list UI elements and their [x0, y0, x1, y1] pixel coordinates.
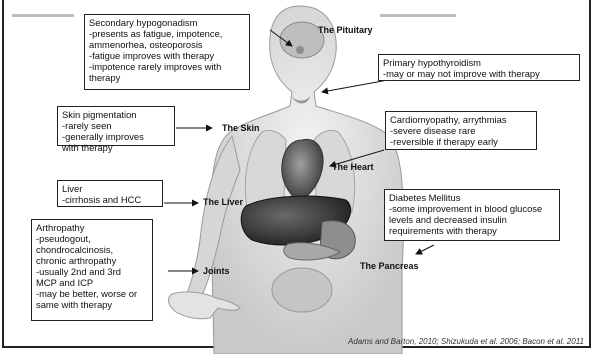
- callout-skin: Skin pigmentation -rarely seen -generall…: [57, 106, 175, 146]
- callout-line: -usually 2nd and 3rd: [36, 266, 148, 277]
- organ-label-heart: The Heart: [332, 162, 374, 172]
- organ-label-joints: Joints: [203, 266, 230, 276]
- organ-label-pituitary: The Pituitary: [318, 25, 373, 35]
- callout-line: -generally improves: [62, 131, 170, 142]
- callout-line: -reversible if therapy early: [390, 136, 532, 147]
- callout-line: -rarely seen: [62, 120, 170, 131]
- callout-line: -fatigue improves with therapy: [89, 50, 245, 61]
- callout-line: with therapy: [62, 142, 170, 153]
- callout-line: -may be better, worse or: [36, 288, 148, 299]
- callout-line: same with therapy: [36, 299, 148, 310]
- intestines-organ: [272, 268, 332, 312]
- callout-arthropathy: Arthropathy -pseudogout, chondrocalcinos…: [31, 219, 153, 321]
- callout-title: Arthropathy: [36, 222, 148, 233]
- callout-line: therapy: [89, 72, 245, 83]
- callout-line: chronic arthropathy: [36, 255, 148, 266]
- callout-title: Diabetes Mellitus: [389, 192, 555, 203]
- organ-label-skin: The Skin: [222, 123, 260, 133]
- organ-label-pancreas: The Pancreas: [360, 261, 419, 271]
- callout-title: Secondary hypogonadism: [89, 17, 245, 28]
- citation: Adams and Barton, 2010; Shizukuda et al.…: [348, 337, 584, 346]
- callout-title: Cardiomyopathy, arrythmias: [390, 114, 532, 125]
- callout-liver: Liver -cirrhosis and HCC: [57, 180, 163, 207]
- callout-line: -presents as fatigue, impotence,: [89, 28, 245, 39]
- callout-line: -some improvement in blood glucose: [389, 203, 555, 214]
- callout-title: Liver: [62, 183, 158, 194]
- callout-line: MCP and ICP: [36, 277, 148, 288]
- callout-line: chondrocalcinosis,: [36, 244, 148, 255]
- callout-title: Skin pigmentation: [62, 109, 170, 120]
- callout-title: Primary hypothyroidism: [383, 57, 575, 68]
- callout-line: -pseudogout,: [36, 233, 148, 244]
- arrow-to-pancreas: [416, 245, 434, 254]
- arrow-to-thyroid: [322, 80, 388, 92]
- organ-label-liver: The Liver: [203, 197, 243, 207]
- callout-line: -may or may not improve with therapy: [383, 68, 575, 79]
- callout-line: -impotence rarely improves with: [89, 61, 245, 72]
- callout-hypothyroidism: Primary hypothyroidism -may or may not i…: [378, 54, 580, 81]
- callout-hypogonadism: Secondary hypogonadism -presents as fati…: [84, 14, 250, 90]
- callout-diabetes: Diabetes Mellitus -some improvement in b…: [384, 189, 560, 241]
- callout-line: ammenorhea, osteoporosis: [89, 39, 245, 50]
- callout-cardiomyopathy: Cardiomyopathy, arrythmias -severe disea…: [385, 111, 537, 150]
- pituitary-organ: [296, 46, 304, 54]
- callout-line: levels and decreased insulin: [389, 214, 555, 225]
- callout-line: -severe disease rare: [390, 125, 532, 136]
- callout-line: -cirrhosis and HCC: [62, 194, 158, 205]
- callout-line: requirements with therapy: [389, 225, 555, 236]
